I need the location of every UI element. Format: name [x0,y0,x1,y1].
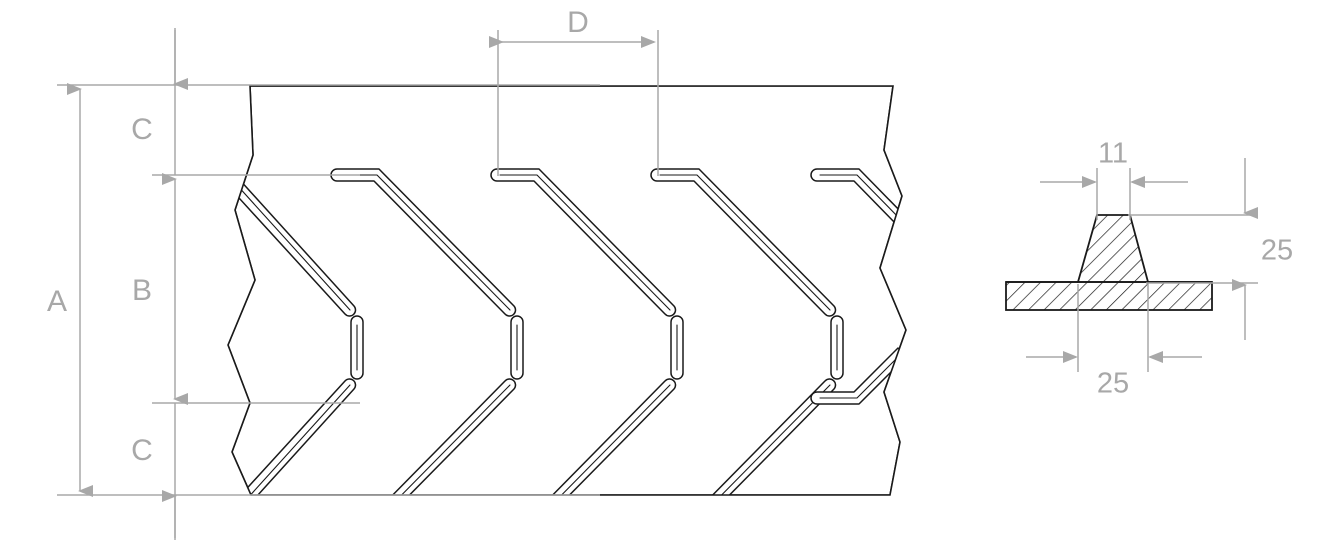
cleat-3-upper-arm-inner [499,174,671,311]
dimension-d-label: D [567,6,589,39]
section-dimension-labels: 11 25 25 [1097,138,1293,400]
dimension-cleat-top-width-label: 11 [1098,138,1128,170]
cleat-4-upper-arm [650,168,837,317]
cleat-5-upper-arm-inner [819,174,904,223]
cleat-1-lower-arm-inner [235,384,351,495]
dimension-c-bottom-label: C [131,434,153,467]
section-dimensions [1026,158,1258,372]
dimension-b-label: B [132,274,152,307]
cleat-4-upper-arm-inner [659,174,831,311]
plan-dimension-labels: A C B C D [47,6,589,467]
cleat-cross-section-view [1005,214,1213,311]
cleat-5-lower-arm-inner [819,351,904,399]
cleat-1-upper-arm-inner [235,183,351,311]
cleat-1 [228,177,364,495]
cleat-2-upper-arm [330,168,517,317]
dimension-cleat-height-label: 25 [1261,235,1293,267]
belt-base-section [1005,281,1213,311]
plan-dimensions [57,28,659,540]
dimension-cleat-base-width-label: 25 [1097,368,1129,400]
dimension-c-top-label: C [131,113,153,146]
cleat-3-upper-arm [490,168,677,317]
dimension-d-cleat-pitch [489,30,659,176]
dimension-a-label: A [47,285,67,318]
